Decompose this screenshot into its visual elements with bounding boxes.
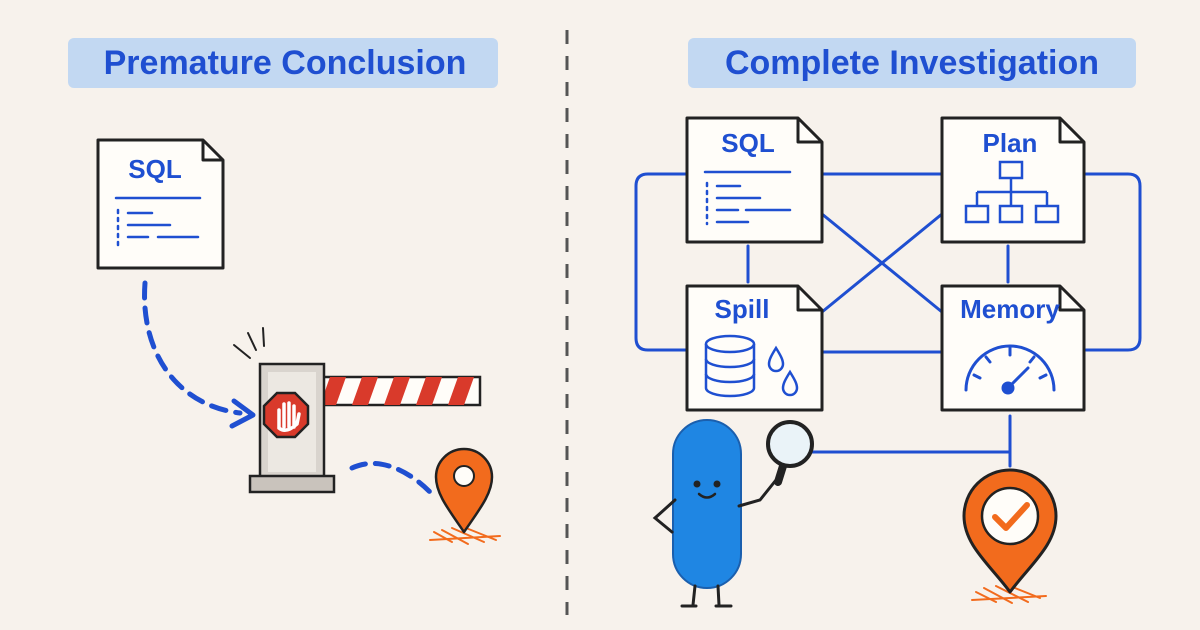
arrowhead-icon (229, 398, 256, 429)
plan-doc-label: Plan (983, 128, 1038, 158)
hand-icon (277, 401, 301, 432)
magnifying-glass-icon (766, 420, 814, 486)
location-pin-icon (429, 447, 501, 545)
spill-doc-card: Spill (685, 284, 824, 412)
memory-doc-label: Memory (960, 294, 1060, 324)
right-panel-title: Complete Investigation (725, 44, 1099, 82)
code-lines-icon (703, 170, 792, 226)
barrier-gate-icon (233, 327, 482, 494)
sql-doc-label: SQL (721, 128, 775, 158)
drops-icon (767, 345, 799, 397)
left-panel: Premature Conclusion SQL (68, 38, 501, 545)
tree-icon (964, 160, 1060, 224)
connection-lines (634, 172, 1142, 468)
left-title-highlight (68, 38, 498, 88)
sql-document: SQL (96, 138, 225, 270)
sql-document-label: SQL (128, 154, 182, 184)
database-icon (704, 334, 756, 398)
sql-doc-card: SQL (685, 116, 824, 244)
spill-doc-label: Spill (715, 294, 770, 324)
plan-doc-card: Plan (940, 116, 1086, 244)
right-title-highlight (688, 38, 1136, 88)
gauge-icon (964, 344, 1056, 395)
memory-doc-card: Memory (940, 284, 1086, 412)
flow-arrow (142, 280, 243, 416)
checkmark-icon (992, 502, 1030, 531)
code-lines-icon (114, 196, 202, 247)
investigator-character (652, 419, 814, 608)
left-panel-title: Premature Conclusion (104, 44, 467, 82)
success-pin-icon (962, 468, 1058, 604)
blocked-path (349, 461, 433, 495)
right-panel: Complete Investigation SQL (634, 38, 1142, 608)
